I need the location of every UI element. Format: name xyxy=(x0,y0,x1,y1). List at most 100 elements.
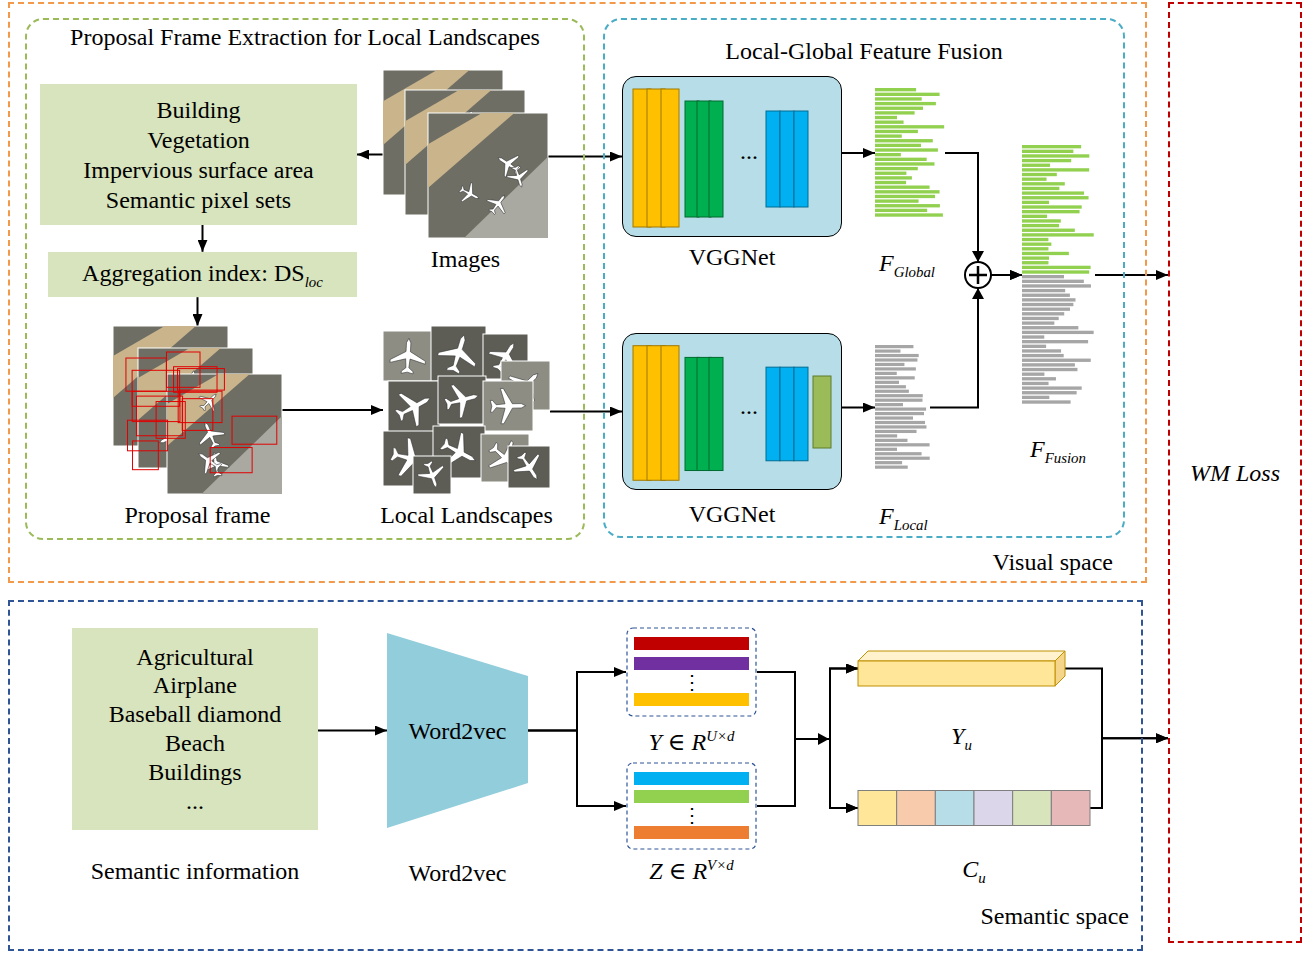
arrowhead xyxy=(972,288,984,299)
feature-bar xyxy=(1022,270,1089,273)
class-list-text: Baseball diamond xyxy=(109,700,282,729)
formula-base: C xyxy=(962,856,978,882)
proposal-box-outline xyxy=(178,369,225,391)
arrowhead xyxy=(972,251,984,262)
feature-bar xyxy=(1022,284,1091,287)
figure-label: Images xyxy=(303,244,628,274)
vector-cell xyxy=(858,791,897,826)
feature-bar xyxy=(1022,233,1094,236)
feature-bar xyxy=(1022,396,1049,399)
vector-label: Yu xyxy=(778,721,1145,754)
layer-slab xyxy=(709,357,723,470)
semantic-space-region: AgriculturalAirplaneBaseball diamondBeac… xyxy=(8,600,1143,951)
network-box: ...VGGNet xyxy=(622,76,842,237)
feature-bar xyxy=(875,425,926,428)
class-list-text: ... xyxy=(186,787,204,816)
feature-bar xyxy=(1022,400,1071,403)
network-label-text: VGGNet xyxy=(543,242,921,272)
panel-heading-text: Local-Global Feature Fusion xyxy=(615,36,1113,66)
process-box: Aggregation index: DSloc xyxy=(48,252,357,297)
proposal-box-outline xyxy=(178,391,222,422)
loss-label-text: WM Loss xyxy=(1190,458,1280,488)
landscape-tile xyxy=(438,376,486,424)
airplane-shape xyxy=(389,337,426,374)
cube-front xyxy=(858,661,1055,686)
process-box: BuildingVegetationImpervious surface are… xyxy=(40,84,357,225)
feature-bar xyxy=(1022,243,1051,246)
feature-bar xyxy=(1022,354,1064,357)
connector-arrow xyxy=(202,225,204,252)
proposal-box-outline xyxy=(133,441,159,470)
proposal-box-outline xyxy=(210,448,252,473)
feature-bar xyxy=(1022,326,1078,329)
feature-bar xyxy=(875,186,930,189)
formula-index: Global xyxy=(894,264,935,280)
fused-feature-vector: FFusion xyxy=(1022,145,1095,405)
index-formula: Aggregation index: DSloc xyxy=(48,252,357,297)
feature-bar xyxy=(1022,266,1091,269)
connector-arrow xyxy=(842,152,875,154)
node-illustration xyxy=(858,651,1065,686)
feature-bar xyxy=(875,153,901,156)
feature-bar xyxy=(1022,150,1073,153)
proposal-extraction-panel: BuildingVegetationImpervious surface are… xyxy=(25,18,585,540)
feature-bar xyxy=(1022,229,1075,232)
feature-bar xyxy=(875,130,918,133)
feature-bar xyxy=(1022,196,1089,199)
node-illustration xyxy=(858,790,1090,826)
layer-slab xyxy=(661,346,679,481)
arrowhead xyxy=(818,733,829,745)
formula-base: F xyxy=(1030,436,1045,462)
embedding-row xyxy=(634,657,749,670)
region-label-text: Semantic space xyxy=(980,901,1129,931)
embedding-matrix: ⋮Y ∈ RU×d xyxy=(626,627,757,717)
feature-bar xyxy=(875,412,924,415)
panel-heading-text: Proposal Frame Extraction for Local Land… xyxy=(37,22,573,52)
feature-bar xyxy=(875,466,908,469)
feature-label-line: FGlobal xyxy=(879,248,935,281)
node-illustration xyxy=(623,77,843,238)
class-list: BuildingVegetationImpervious surface are… xyxy=(40,84,357,225)
feature-bar xyxy=(1022,280,1084,283)
feature-bar xyxy=(875,88,916,91)
class-name-box: AgriculturalAirplaneBaseball diamondBeac… xyxy=(72,628,318,830)
image-stack: Images xyxy=(383,70,548,238)
cube-top xyxy=(858,651,1065,661)
proposal-box-outline xyxy=(128,420,168,451)
formula-base: Y xyxy=(951,723,964,749)
feature-bar xyxy=(875,461,902,464)
proposal-box-outline xyxy=(132,370,179,406)
ellipsis-text: ⋮ xyxy=(682,672,702,692)
feature-bar xyxy=(875,439,907,442)
class-list-text: Airplane xyxy=(153,671,237,700)
feature-bar xyxy=(875,172,906,175)
landscape-tile xyxy=(383,331,433,381)
layer-slab xyxy=(794,111,808,207)
feature-bar xyxy=(875,457,930,460)
panel-heading: Proposal Frame Extraction for Local Land… xyxy=(27,22,583,52)
embedding-row xyxy=(634,637,749,650)
feature-bar xyxy=(875,354,919,357)
layer-slab xyxy=(709,101,723,217)
feature-bar xyxy=(875,434,897,437)
feature-bar xyxy=(875,349,900,352)
connector-arrow xyxy=(550,411,622,413)
feature-bar xyxy=(1022,154,1089,157)
feature-bar xyxy=(1022,312,1064,315)
photo-terrain xyxy=(428,113,514,188)
feature-bar xyxy=(1022,261,1048,264)
proposal-box-outline xyxy=(132,391,180,421)
feature-bar xyxy=(1022,303,1073,306)
airplane-shape xyxy=(415,458,449,492)
feature-bar xyxy=(875,372,897,375)
network-label: VGGNet xyxy=(543,242,921,272)
matrix-label: Z ∈ RV×d xyxy=(546,856,837,886)
ellipsis-text: ... xyxy=(740,391,758,421)
connector-arrow xyxy=(757,672,858,808)
vector-label-line: Cu xyxy=(778,854,1170,887)
model-label: Word2vec xyxy=(387,633,528,828)
feature-bar xyxy=(1022,182,1065,185)
cube-side xyxy=(1055,651,1065,686)
connector-arrow xyxy=(548,156,622,158)
feature-bar xyxy=(875,162,934,165)
